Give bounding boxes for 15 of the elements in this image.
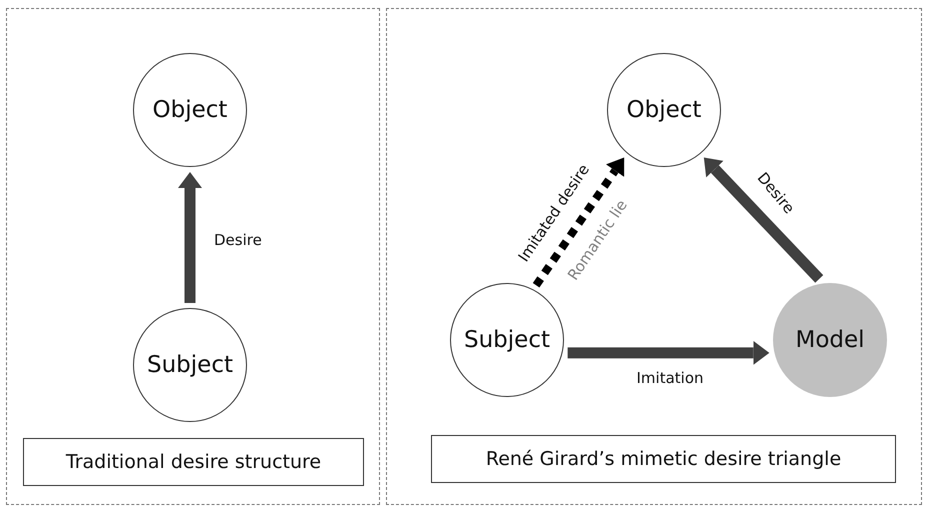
- arrow: [568, 340, 770, 365]
- circle-node: Object: [607, 53, 721, 167]
- circle-node: Subject: [450, 283, 564, 397]
- circle-node: Subject: [133, 308, 247, 422]
- arrow: [178, 172, 202, 303]
- edge-label: Desire: [214, 231, 262, 249]
- edge-label: Imitation: [636, 369, 704, 387]
- dashed-panel: [6, 8, 380, 505]
- arrow: [704, 158, 824, 283]
- caption-box: Traditional desire structure: [23, 438, 364, 486]
- caption-box: René Girard’s mimetic desire triangle: [431, 435, 896, 483]
- circle-node: Object: [133, 53, 247, 167]
- arrow: [532, 158, 624, 288]
- dashed-panel: [386, 8, 922, 505]
- circle-node: Model: [773, 283, 887, 397]
